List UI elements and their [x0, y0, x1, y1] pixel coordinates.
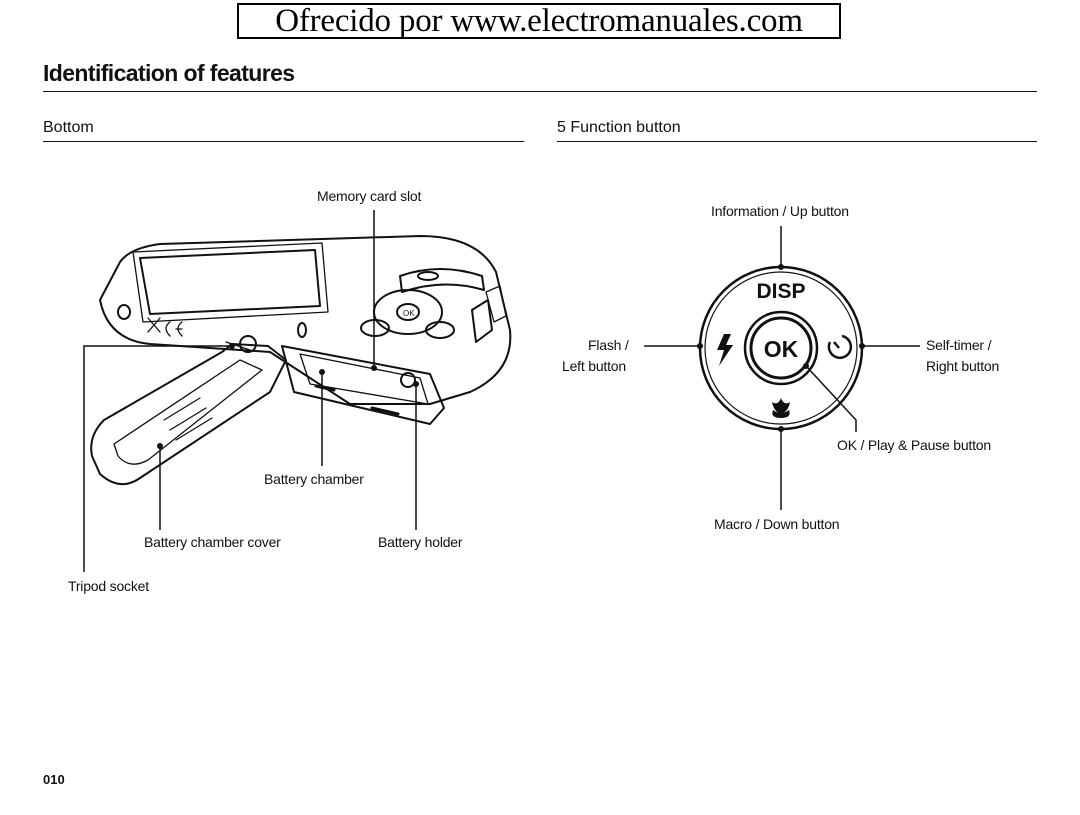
label-macro-down: Macro / Down button: [714, 516, 840, 532]
label-battery-chamber: Battery chamber: [264, 471, 364, 487]
battery-chamber: [281, 345, 445, 425]
disp-button-label: DISP: [756, 280, 805, 303]
flash-icon: [717, 334, 733, 366]
section-rule-bottom: [43, 141, 524, 142]
label-battery-holder: Battery holder: [378, 534, 463, 550]
label-battery-chamber-cover: Battery chamber cover: [144, 534, 281, 550]
banner: Ofrecido por www.electromanuales.com: [237, 3, 841, 39]
camera-body: [99, 235, 512, 405]
label-right-button: Right button: [926, 358, 1000, 374]
page-title: Identification of features: [43, 60, 295, 86]
title-rule: [43, 91, 1037, 92]
section-title-bottom: Bottom: [43, 119, 94, 136]
section-title-function-button: 5 Function button: [557, 119, 681, 136]
label-flash: Flash /: [588, 337, 629, 353]
label-left-button: Left button: [562, 358, 626, 374]
section-rule-function-button: [557, 141, 1037, 142]
ok-button-ring: [743, 310, 819, 386]
camera-lcd: [139, 249, 321, 315]
label-memory-card-slot: Memory card slot: [317, 188, 422, 204]
macro-icon: [772, 398, 790, 418]
label-tripod-socket: Tripod socket: [68, 578, 149, 594]
page-number: 010: [43, 772, 65, 787]
ok-button-label: OK: [764, 336, 799, 362]
battery-cover: [90, 343, 287, 485]
label-info-up-button: Information / Up button: [711, 203, 849, 219]
svg-text:OK: OK: [403, 309, 415, 318]
label-ok-play-pause: OK / Play & Pause button: [837, 437, 991, 453]
label-self-timer: Self-timer /: [926, 337, 992, 353]
self-timer-icon: [827, 334, 853, 360]
